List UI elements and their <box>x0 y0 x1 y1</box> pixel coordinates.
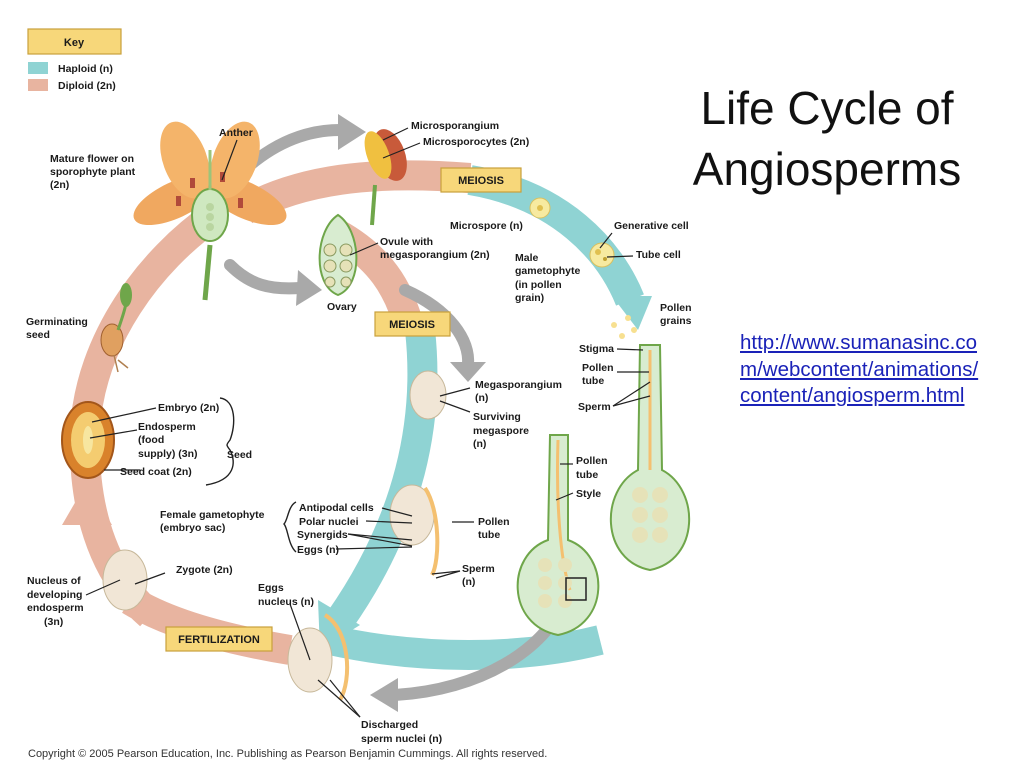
eggs-nucleus-label-1: Eggs <box>258 582 284 594</box>
haploid-arrowhead-2 <box>318 600 360 650</box>
ovule-label-1: Ovule with <box>380 236 433 248</box>
endosperm-label-1: Endosperm <box>138 421 196 433</box>
discharged-sperm-label-1: Discharged <box>361 719 418 731</box>
pollen-grains-label-1: Pollen <box>660 302 692 314</box>
nucleus-endosperm-label-2: developing <box>27 589 82 601</box>
nucleus-endosperm-label-1: Nucleus of <box>27 575 81 587</box>
pollen-tube-label-a-2: tube <box>582 375 604 387</box>
endosperm-label-2: (food <box>138 434 164 446</box>
pollen-tube-label-b-1: Pollen <box>576 455 608 467</box>
pistil-right <box>609 344 691 572</box>
female-gametophyte-label-1: Female gametophyte <box>160 509 265 521</box>
key: Key Haploid (n) Diploid (2n) <box>27 28 122 92</box>
copyright-notice: Copyright © 2005 Pearson Education, Inc.… <box>28 748 548 760</box>
labels: Anther Mature flower on sporophyte plant… <box>26 120 692 745</box>
style-label: Style <box>576 488 601 500</box>
male-gametophyte-label-1: Male <box>515 252 539 264</box>
sperm-label-b-1: Sperm <box>462 563 495 575</box>
germinating-seed-label-2: seed <box>26 329 50 341</box>
nucleus-endosperm-label-3: endosperm <box>27 602 84 614</box>
sperm-label-a: Sperm <box>578 401 611 413</box>
fertilization-box: FERTILIZATION <box>165 626 273 652</box>
surviving-megaspore-label-2: megaspore <box>473 425 529 437</box>
diploid-label: Diploid (2n) <box>58 80 116 92</box>
haploid-arrowhead-1 <box>612 296 652 330</box>
anther-label: Anther <box>219 127 253 139</box>
pollen-tube-label-c-2: tube <box>478 529 500 541</box>
haploid-label: Haploid (n) <box>58 63 113 75</box>
megasporangium-label-2: (n) <box>475 392 488 404</box>
pollen-tube-label-a-1: Pollen <box>582 362 614 374</box>
embryo-label: Embryo (2n) <box>158 402 219 414</box>
gray-arrowhead-1 <box>338 114 366 150</box>
eggs-label: Eggs (n) <box>297 544 339 556</box>
pollen-tube-label-c-1: Pollen <box>478 516 510 528</box>
diploid-swatch <box>28 79 48 91</box>
surviving-megaspore-label-1: Surviving <box>473 411 521 423</box>
male-gametophyte-label-3: (in pollen <box>515 279 562 291</box>
gray-arrows <box>224 124 571 701</box>
seed-label: Seed <box>227 449 252 461</box>
endosperm-label-3: supply) (3n) <box>138 448 198 460</box>
nucleus-endosperm-label-4: (3n) <box>44 616 63 628</box>
reference-link[interactable]: http://www.sumanasinc.com/webcontent/ani… <box>740 331 979 408</box>
germinating-seed-label-1: Germinating <box>26 316 88 328</box>
mature-flower-label-1: Mature flower on <box>50 153 134 165</box>
tube-cell-label: Tube cell <box>636 249 681 261</box>
discharged-sperm-label-2: sperm nuclei (n) <box>361 733 442 745</box>
slide-title: Life Cycle of Angiosperms <box>692 82 962 195</box>
polar-nuclei-label: Polar nuclei <box>299 516 359 528</box>
pistil-center <box>516 434 600 637</box>
pollen-tube-label-b-2: tube <box>576 469 598 481</box>
microsporangium-label: Microsporangium <box>411 120 499 132</box>
diploid-arrowhead <box>62 482 112 525</box>
key-box <box>27 28 122 55</box>
sperm-label-b-2: (n) <box>462 576 475 588</box>
gray-arrowhead-2 <box>296 270 322 306</box>
zygote-label: Zygote (2n) <box>176 564 233 576</box>
ovule-label-2: megasporangium (2n) <box>380 249 490 261</box>
microsporocytes-label: Microsporocytes (2n) <box>423 136 529 148</box>
haploid-swatch <box>28 62 48 74</box>
eggs-nucleus-label-2: nucleus (n) <box>258 596 314 608</box>
male-gametophyte-label-4: grain) <box>515 292 544 304</box>
seed-illustration <box>61 401 115 479</box>
megasporangium-label-1: Megasporangium <box>475 379 562 391</box>
surviving-megaspore-label-3: (n) <box>473 438 486 450</box>
mature-flower-label-3: (2n) <box>50 179 69 191</box>
gray-arrowhead-4 <box>370 678 398 712</box>
stigma-label: Stigma <box>579 343 614 355</box>
meiosis-label-mid: MEIOSIS <box>389 319 435 331</box>
mature-flower-label-2: sporophyte plant <box>50 166 136 178</box>
meiosis-box-mid: MEIOSIS <box>374 311 451 337</box>
meiosis-box-top: MEIOSIS <box>440 167 522 193</box>
ovary-label: Ovary <box>327 301 357 313</box>
male-gametophyte-label-2: gametophyte <box>515 265 581 277</box>
pollen-grains-label-2: grains <box>660 315 692 327</box>
pollen-illustrations <box>529 197 637 339</box>
seed-coat-label: Seed coat (2n) <box>120 466 192 478</box>
fertilization-label: FERTILIZATION <box>178 634 260 646</box>
female-gametophyte-label-2: (embryo sac) <box>160 522 225 534</box>
generative-cell-label: Generative cell <box>614 220 689 232</box>
seedling-illustration <box>100 283 132 373</box>
leader-lines <box>85 127 651 718</box>
gray-arrowhead-3 <box>450 362 486 382</box>
brackets <box>205 397 297 553</box>
ovary-illustration <box>318 213 358 297</box>
key-title: Key <box>64 37 85 49</box>
antipodal-cells-label: Antipodal cells <box>299 502 374 514</box>
synergids-label: Synergids <box>297 529 348 541</box>
microspore-label: Microspore (n) <box>450 220 523 232</box>
meiosis-label-top: MEIOSIS <box>458 175 504 187</box>
